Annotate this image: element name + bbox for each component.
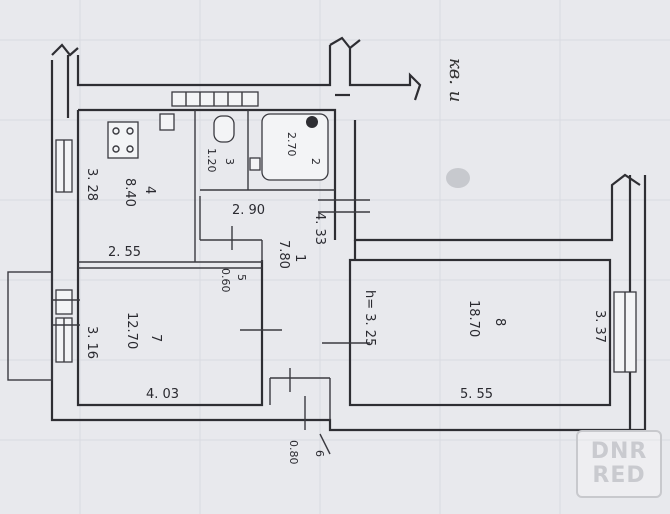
hall-number: 1	[292, 254, 307, 262]
room7-number: 7	[148, 334, 163, 342]
stove-icon	[107, 121, 139, 159]
room7-height: 3. 16	[84, 326, 99, 359]
bath-number: 2	[309, 158, 322, 165]
kitchen-height: 3. 28	[84, 168, 99, 201]
vent-icon	[249, 157, 261, 171]
bath-area: 2.70	[285, 132, 298, 157]
toilet-icon	[213, 115, 235, 143]
wc-number: 3	[223, 158, 236, 165]
bathtub-icon	[261, 113, 329, 181]
room7-width: 4. 03	[146, 387, 179, 402]
outer-walls	[7, 36, 647, 432]
vest-number: 6	[313, 450, 326, 457]
room7-area: 12.70	[124, 312, 139, 349]
sink-icon	[159, 113, 175, 131]
partitions	[78, 110, 335, 420]
room8-height: h= 3. 25	[362, 290, 377, 346]
room8-width: 5. 55	[460, 387, 493, 402]
room8-length: 3. 37	[592, 310, 607, 343]
watermark-line2: RED	[592, 463, 646, 488]
fixtures	[107, 113, 329, 181]
room8-area: 18.70	[466, 300, 481, 337]
hall-area: 7.80	[276, 240, 291, 269]
vent-strip	[171, 91, 259, 107]
corridor-width: 2. 90	[232, 203, 265, 218]
ink-smudge	[446, 168, 470, 188]
wc-area: 1.20	[205, 148, 218, 173]
room-labels: кв. и 4 8.40 3. 28 2. 55 3 1.20 2 2.70 2…	[84, 58, 607, 465]
closet-number: 5	[235, 274, 248, 281]
kitchen-number: 4	[142, 186, 157, 194]
watermark-logo: DNR RED	[576, 430, 662, 498]
building-note: кв. и	[445, 58, 466, 102]
kitchen-width: 2. 55	[108, 245, 141, 260]
watermark-line1: DNR	[590, 439, 648, 464]
room8-number: 8	[492, 318, 507, 326]
window-balcony	[55, 289, 73, 315]
doors	[52, 199, 370, 455]
hall-width: 4. 33	[312, 212, 327, 245]
windows	[55, 91, 637, 373]
closet-area: 0.60	[219, 268, 232, 293]
kitchen-area: 8.40	[122, 178, 137, 207]
vest-area: 0.80	[287, 440, 300, 465]
